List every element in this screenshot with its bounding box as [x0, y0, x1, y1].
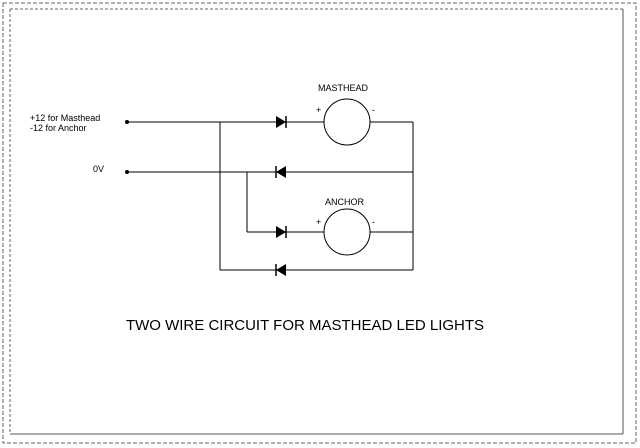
lamp-anchor-minus: - — [372, 217, 375, 227]
lamp-anchor-label: ANCHOR — [325, 197, 365, 207]
diode-anchor — [276, 226, 287, 238]
lamp-masthead-icon — [323, 98, 371, 146]
input-label-masthead: +12 for Masthead — [30, 113, 100, 123]
lamp-anchor-icon — [323, 208, 371, 256]
diode-zero-return — [275, 166, 286, 178]
input-label-anchor: -12 for Anchor — [30, 123, 87, 133]
diagram-caption: TWO WIRE CIRCUIT FOR MASTHEAD LED LIGHTS — [126, 317, 484, 334]
lamp-masthead-label: MASTHEAD — [318, 83, 369, 93]
lamp-anchor-plus: + — [316, 217, 321, 227]
diode-bottom-return — [275, 264, 286, 276]
lamp-masthead-plus: + — [316, 105, 321, 115]
outer-border — [2, 2, 637, 444]
wires — [127, 121, 414, 271]
inner-border — [9, 8, 624, 435]
lamp-masthead-minus: - — [372, 105, 375, 115]
input-label-zero: 0V — [93, 164, 104, 174]
diode-masthead — [276, 116, 287, 128]
